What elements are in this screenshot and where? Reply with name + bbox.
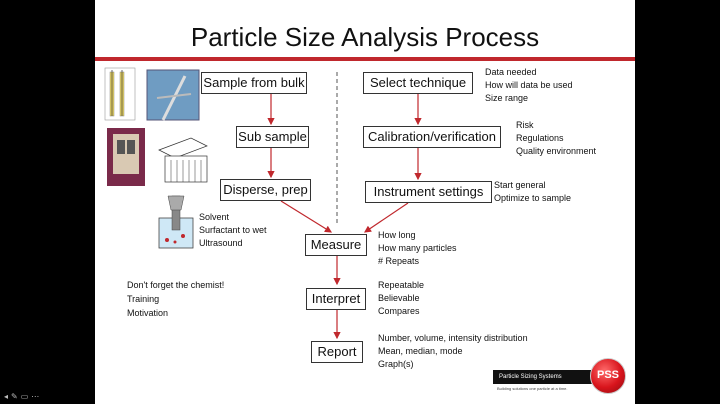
sample-from-bulk-box: Sample from bulk — [201, 72, 307, 94]
arrow-settings-to-measure — [364, 202, 409, 233]
slide-title: Particle Size Analysis Process — [190, 22, 540, 52]
note-ultrasound: Ultrasound — [199, 238, 243, 248]
flow-arrows — [104, 67, 422, 340]
note-quality-environment: Quality environment — [516, 146, 597, 156]
interpret-notes: Repeatable Believable Compares — [378, 279, 424, 318]
calibration-notes: Risk Regulations Quality environment — [516, 119, 596, 158]
sample-splitter-photo — [107, 128, 145, 186]
measure-notes: How long How many particles # Repeats — [378, 229, 457, 268]
calibration-verification-box: Calibration/verification — [363, 126, 501, 148]
measure-box: Measure — [305, 234, 367, 256]
report-notes: Number, volume, intensity distribution M… — [378, 332, 528, 371]
note-risk: Risk — [516, 120, 534, 130]
slide: Particle Size Analysis Process — [95, 0, 635, 404]
note-chemist: Don't forget the chemist! — [127, 280, 225, 290]
disperse-prep-box: Disperse, prep — [220, 179, 311, 201]
note-mean-median: Mean, median, mode — [378, 346, 463, 356]
instrument-settings-notes: Start general Optimize to sample — [494, 179, 571, 205]
select-technique-notes: Data needed How will data be used Size r… — [485, 66, 573, 105]
note-surfactant: Surfactant to wet — [199, 225, 267, 235]
disperse-notes: Solvent Surfactant to wet Ultrasound — [199, 211, 267, 250]
more-icon[interactable]: ⋯ — [31, 392, 43, 401]
note-how-many: How many particles — [378, 243, 457, 253]
note-how-long: How long — [378, 230, 416, 240]
title-rule — [95, 57, 635, 61]
select-technique-box: Select technique — [363, 72, 473, 94]
riffler-illustration — [158, 137, 208, 183]
note-start-general: Start general — [494, 180, 546, 190]
arrow-disperse-to-measure — [280, 200, 333, 233]
report-box: Report — [311, 341, 363, 363]
sub-sample-box: Sub sample — [236, 126, 309, 148]
prev-icon[interactable]: ◂ — [4, 392, 12, 401]
note-compares: Compares — [378, 306, 420, 316]
note-data-needed: Data needed — [485, 67, 537, 77]
note-size-range: Size range — [485, 93, 529, 103]
instrument-settings-box: Instrument settings — [365, 181, 492, 203]
pen-icon[interactable]: ✎ — [11, 392, 21, 401]
note-optimize: Optimize to sample — [494, 193, 572, 203]
note-repeatable: Repeatable — [378, 280, 425, 290]
note-motivation: Motivation — [127, 308, 169, 318]
note-regulations: Regulations — [516, 133, 564, 143]
note-distribution: Number, volume, intensity distribution — [378, 333, 528, 343]
note-solvent: Solvent — [199, 212, 230, 222]
note-training: Training — [127, 294, 160, 304]
probe-photo — [146, 69, 200, 121]
company-tagline: Building solutions one particle at a tim… — [497, 386, 568, 391]
sampling-tube-illustration — [104, 67, 136, 121]
player-controls: ◂✎▭⋯ — [4, 392, 42, 401]
note-repeats: # Repeats — [378, 256, 420, 266]
pss-logo: PSS — [590, 358, 626, 394]
chemist-notes: Don't forget the chemist! Training Motiv… — [127, 278, 224, 320]
note-graphs: Graph(s) — [378, 359, 414, 369]
interpret-box: Interpret — [306, 288, 366, 310]
note-believable: Believable — [378, 293, 420, 303]
ultrasound-beaker-illustration — [158, 195, 194, 249]
slides-icon[interactable]: ▭ — [20, 392, 32, 401]
note-data-use: How will data be used — [485, 80, 573, 90]
company-banner: Particle Sizing Systems — [493, 370, 595, 384]
